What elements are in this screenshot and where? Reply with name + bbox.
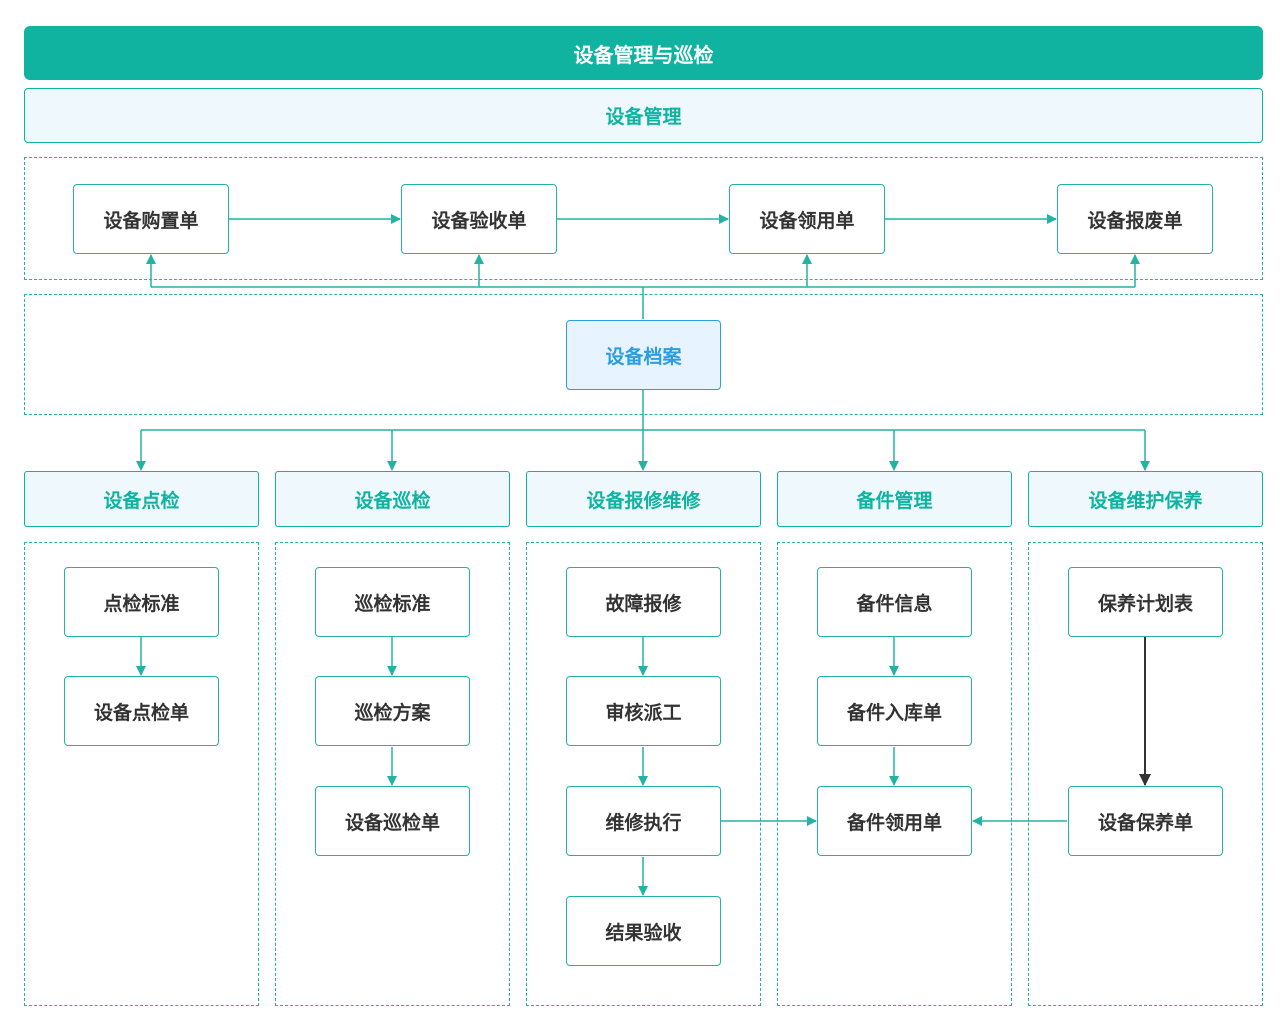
spot-check-region bbox=[24, 542, 259, 1006]
acceptance-order-node[interactable]: 设备验收单 bbox=[401, 184, 557, 254]
maintenance-header: 设备维护保养 bbox=[1028, 471, 1263, 527]
patrol-form-node[interactable]: 设备巡检单 bbox=[315, 786, 470, 856]
patrol-header: 设备巡检 bbox=[275, 471, 510, 527]
issue-order-node[interactable]: 设备领用单 bbox=[729, 184, 885, 254]
spare-issue-node[interactable]: 备件领用单 bbox=[817, 786, 972, 856]
repair-execution-node[interactable]: 维修执行 bbox=[566, 786, 721, 856]
diagram-title: 设备管理与巡检 bbox=[24, 26, 1263, 80]
maintenance-plan-node[interactable]: 保养计划表 bbox=[1068, 567, 1223, 637]
spare-inbound-node[interactable]: 备件入库单 bbox=[817, 676, 972, 746]
section-title: 设备管理 bbox=[24, 88, 1263, 143]
patrol-plan-node[interactable]: 巡检方案 bbox=[315, 676, 470, 746]
maintenance-region bbox=[1028, 542, 1263, 1006]
spare-parts-header: 备件管理 bbox=[777, 471, 1012, 527]
purchase-order-node[interactable]: 设备购置单 bbox=[73, 184, 229, 254]
spare-parts-region bbox=[777, 542, 1012, 1006]
spot-check-header: 设备点检 bbox=[24, 471, 259, 527]
result-acceptance-node[interactable]: 结果验收 bbox=[566, 896, 721, 966]
spot-check-standard-node[interactable]: 点检标准 bbox=[64, 567, 219, 637]
review-dispatch-node[interactable]: 审核派工 bbox=[566, 676, 721, 746]
spare-info-node[interactable]: 备件信息 bbox=[817, 567, 972, 637]
lifecycle-region bbox=[24, 157, 1263, 280]
patrol-standard-node[interactable]: 巡检标准 bbox=[315, 567, 470, 637]
equipment-archive-node[interactable]: 设备档案 bbox=[566, 320, 721, 390]
scrap-order-node[interactable]: 设备报废单 bbox=[1057, 184, 1213, 254]
patrol-region bbox=[275, 542, 510, 1006]
repair-header: 设备报修维修 bbox=[526, 471, 761, 527]
repair-region bbox=[526, 542, 761, 1006]
spot-check-form-node[interactable]: 设备点检单 bbox=[64, 676, 219, 746]
fault-report-node[interactable]: 故障报修 bbox=[566, 567, 721, 637]
maintenance-form-node[interactable]: 设备保养单 bbox=[1068, 786, 1223, 856]
